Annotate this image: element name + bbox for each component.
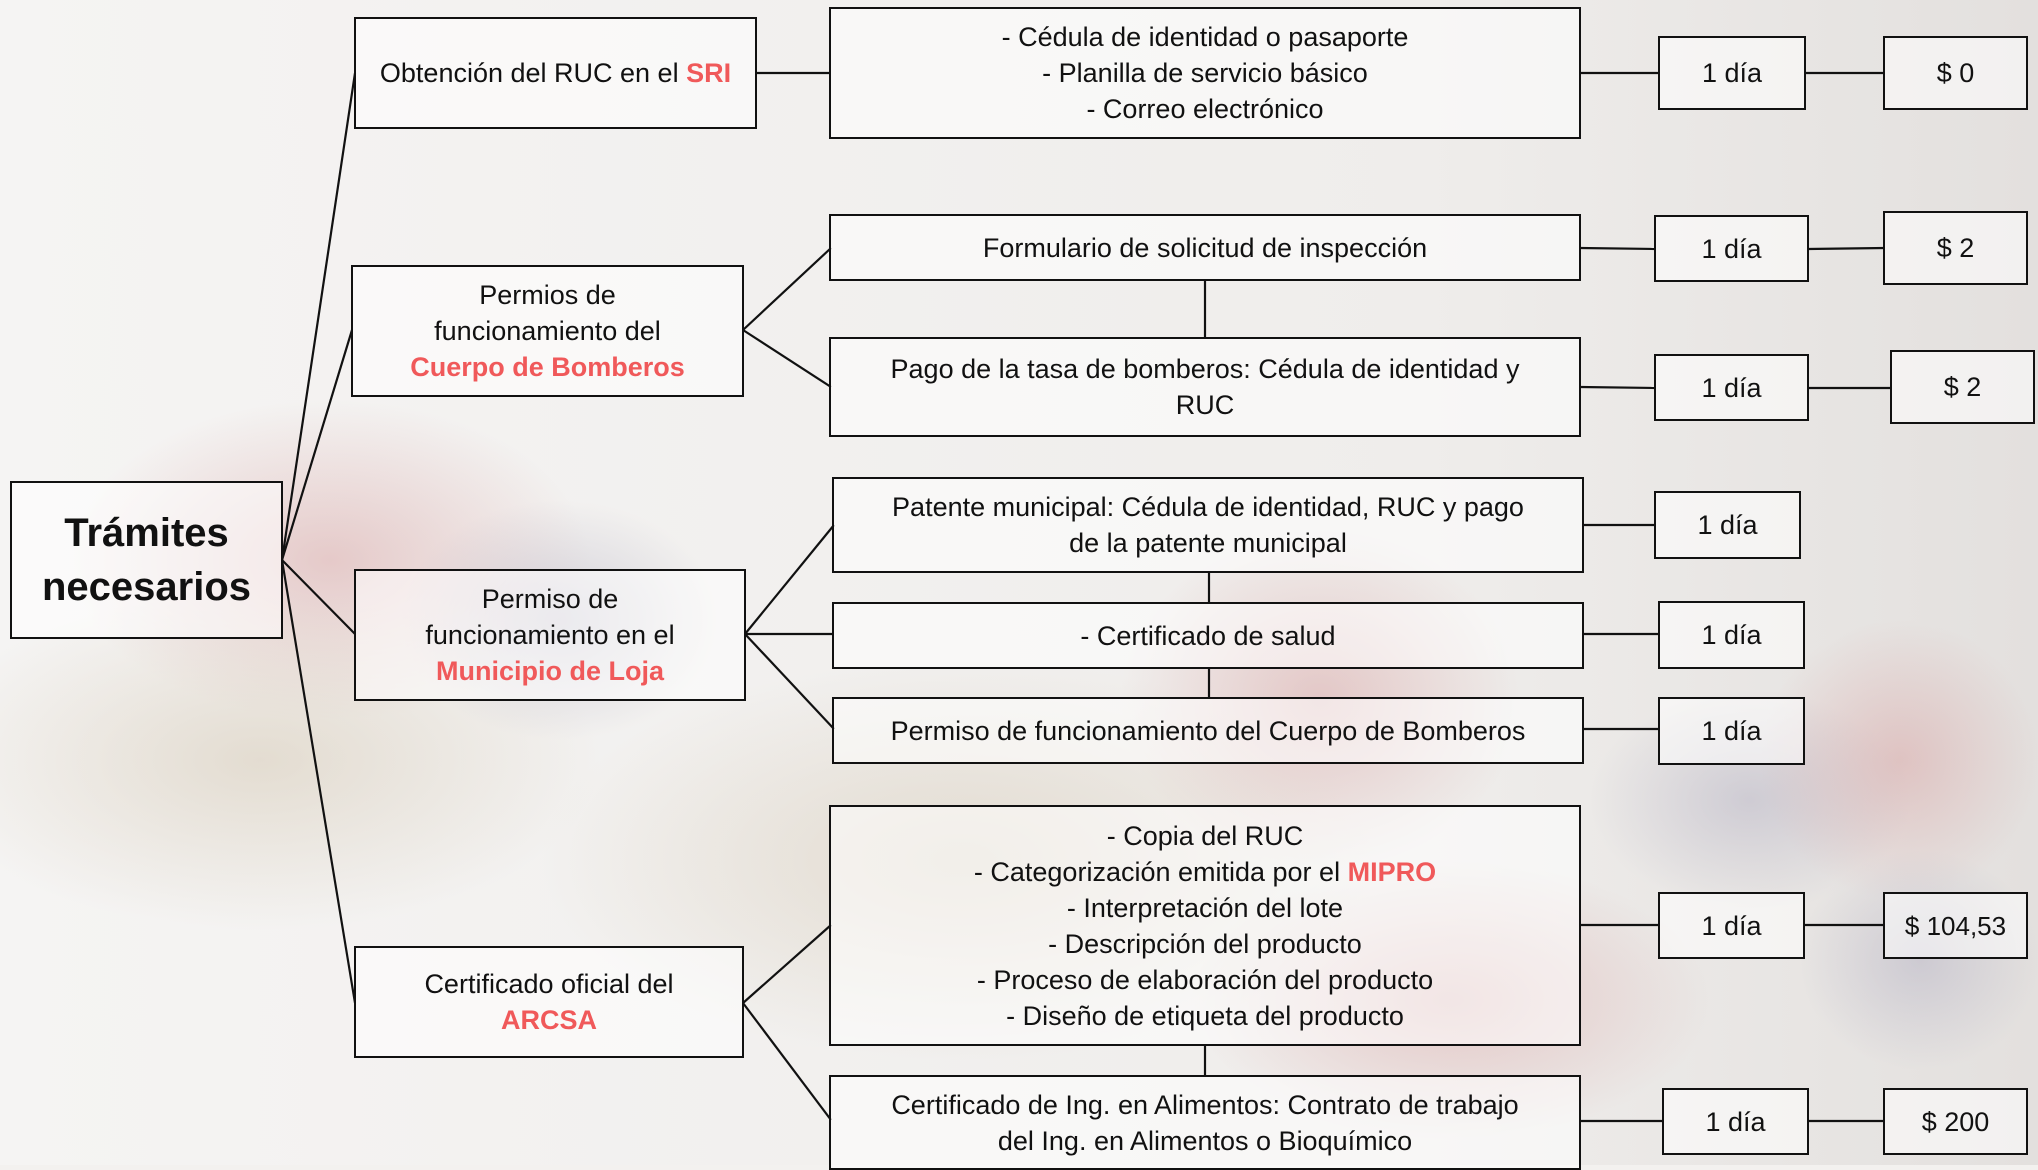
time-municipio-patente: 1 día [1654, 491, 1801, 559]
time-bomberos-form: 1 día [1654, 215, 1809, 282]
root-title-line-2: necesarios [41, 565, 252, 609]
highlight-municipio: Municipio de Loja [435, 656, 664, 686]
time-municipio-bomberos: 1 día [1658, 697, 1805, 765]
cost-sri: $ 0 [1883, 36, 2028, 110]
time-municipio-salud: 1 día [1658, 601, 1805, 669]
root-title-line-1: Trámites [64, 511, 229, 555]
root-node: Trámites necesarios [10, 481, 283, 639]
time-bomberos-fee: 1 día [1654, 354, 1809, 421]
highlight-arcsa: ARCSA [500, 1005, 597, 1035]
group-sri-title: Obtención del RUC en el SRI [379, 58, 732, 88]
time-sri: 1 día [1658, 36, 1806, 110]
requirement-bomberos-fee: Pago de la tasa de bomberos: Cédula de i… [829, 337, 1581, 437]
requirement-municipio-patente: Patente municipal: Cédula de identidad, … [832, 477, 1584, 573]
highlight-bomberos: Cuerpo de Bomberos [410, 352, 685, 382]
highlight-sri: SRI [686, 58, 732, 88]
connector-root-municipio [281, 559, 356, 635]
requirement-arcsa-ingeniero: Certificado de Ing. en Alimentos: Contra… [829, 1075, 1581, 1170]
requirement-municipio-salud: - Certificado de salud [832, 602, 1584, 669]
requirement-municipio-bomberos: Permiso de funcionamiento del Cuerpo de … [832, 697, 1584, 764]
group-arcsa: Certificado oficial del ARCSA [354, 946, 744, 1058]
connector-root-arcsa [280, 559, 357, 1004]
highlight-mipro: MIPRO [1347, 856, 1437, 887]
requirement-arcsa-documents: - Copia del RUC - Categorización emitida… [829, 805, 1581, 1046]
group-municipio: Permiso de funcionamiento en el Municipi… [354, 569, 746, 701]
cost-bomberos-fee: $ 2 [1890, 350, 2035, 424]
cost-arcsa-documents: $ 104,53 [1883, 892, 2028, 959]
time-arcsa-ingeniero: 1 día [1662, 1088, 1809, 1155]
group-sri: Obtención del RUC en el SRI [354, 17, 757, 129]
group-bomberos: Permios de funcionamiento del Cuerpo de … [351, 265, 744, 397]
requirement-sri: - Cédula de identidad o pasaporte - Plan… [829, 7, 1581, 139]
cost-arcsa-ingeniero: $ 200 [1883, 1088, 2028, 1155]
cost-bomberos-form: $ 2 [1883, 211, 2028, 285]
connector-root-sri [280, 72, 357, 561]
connector-root-bomberos [280, 329, 354, 561]
requirement-bomberos-form: Formulario de solicitud de inspección [829, 214, 1581, 281]
time-arcsa-documents: 1 día [1658, 892, 1805, 959]
